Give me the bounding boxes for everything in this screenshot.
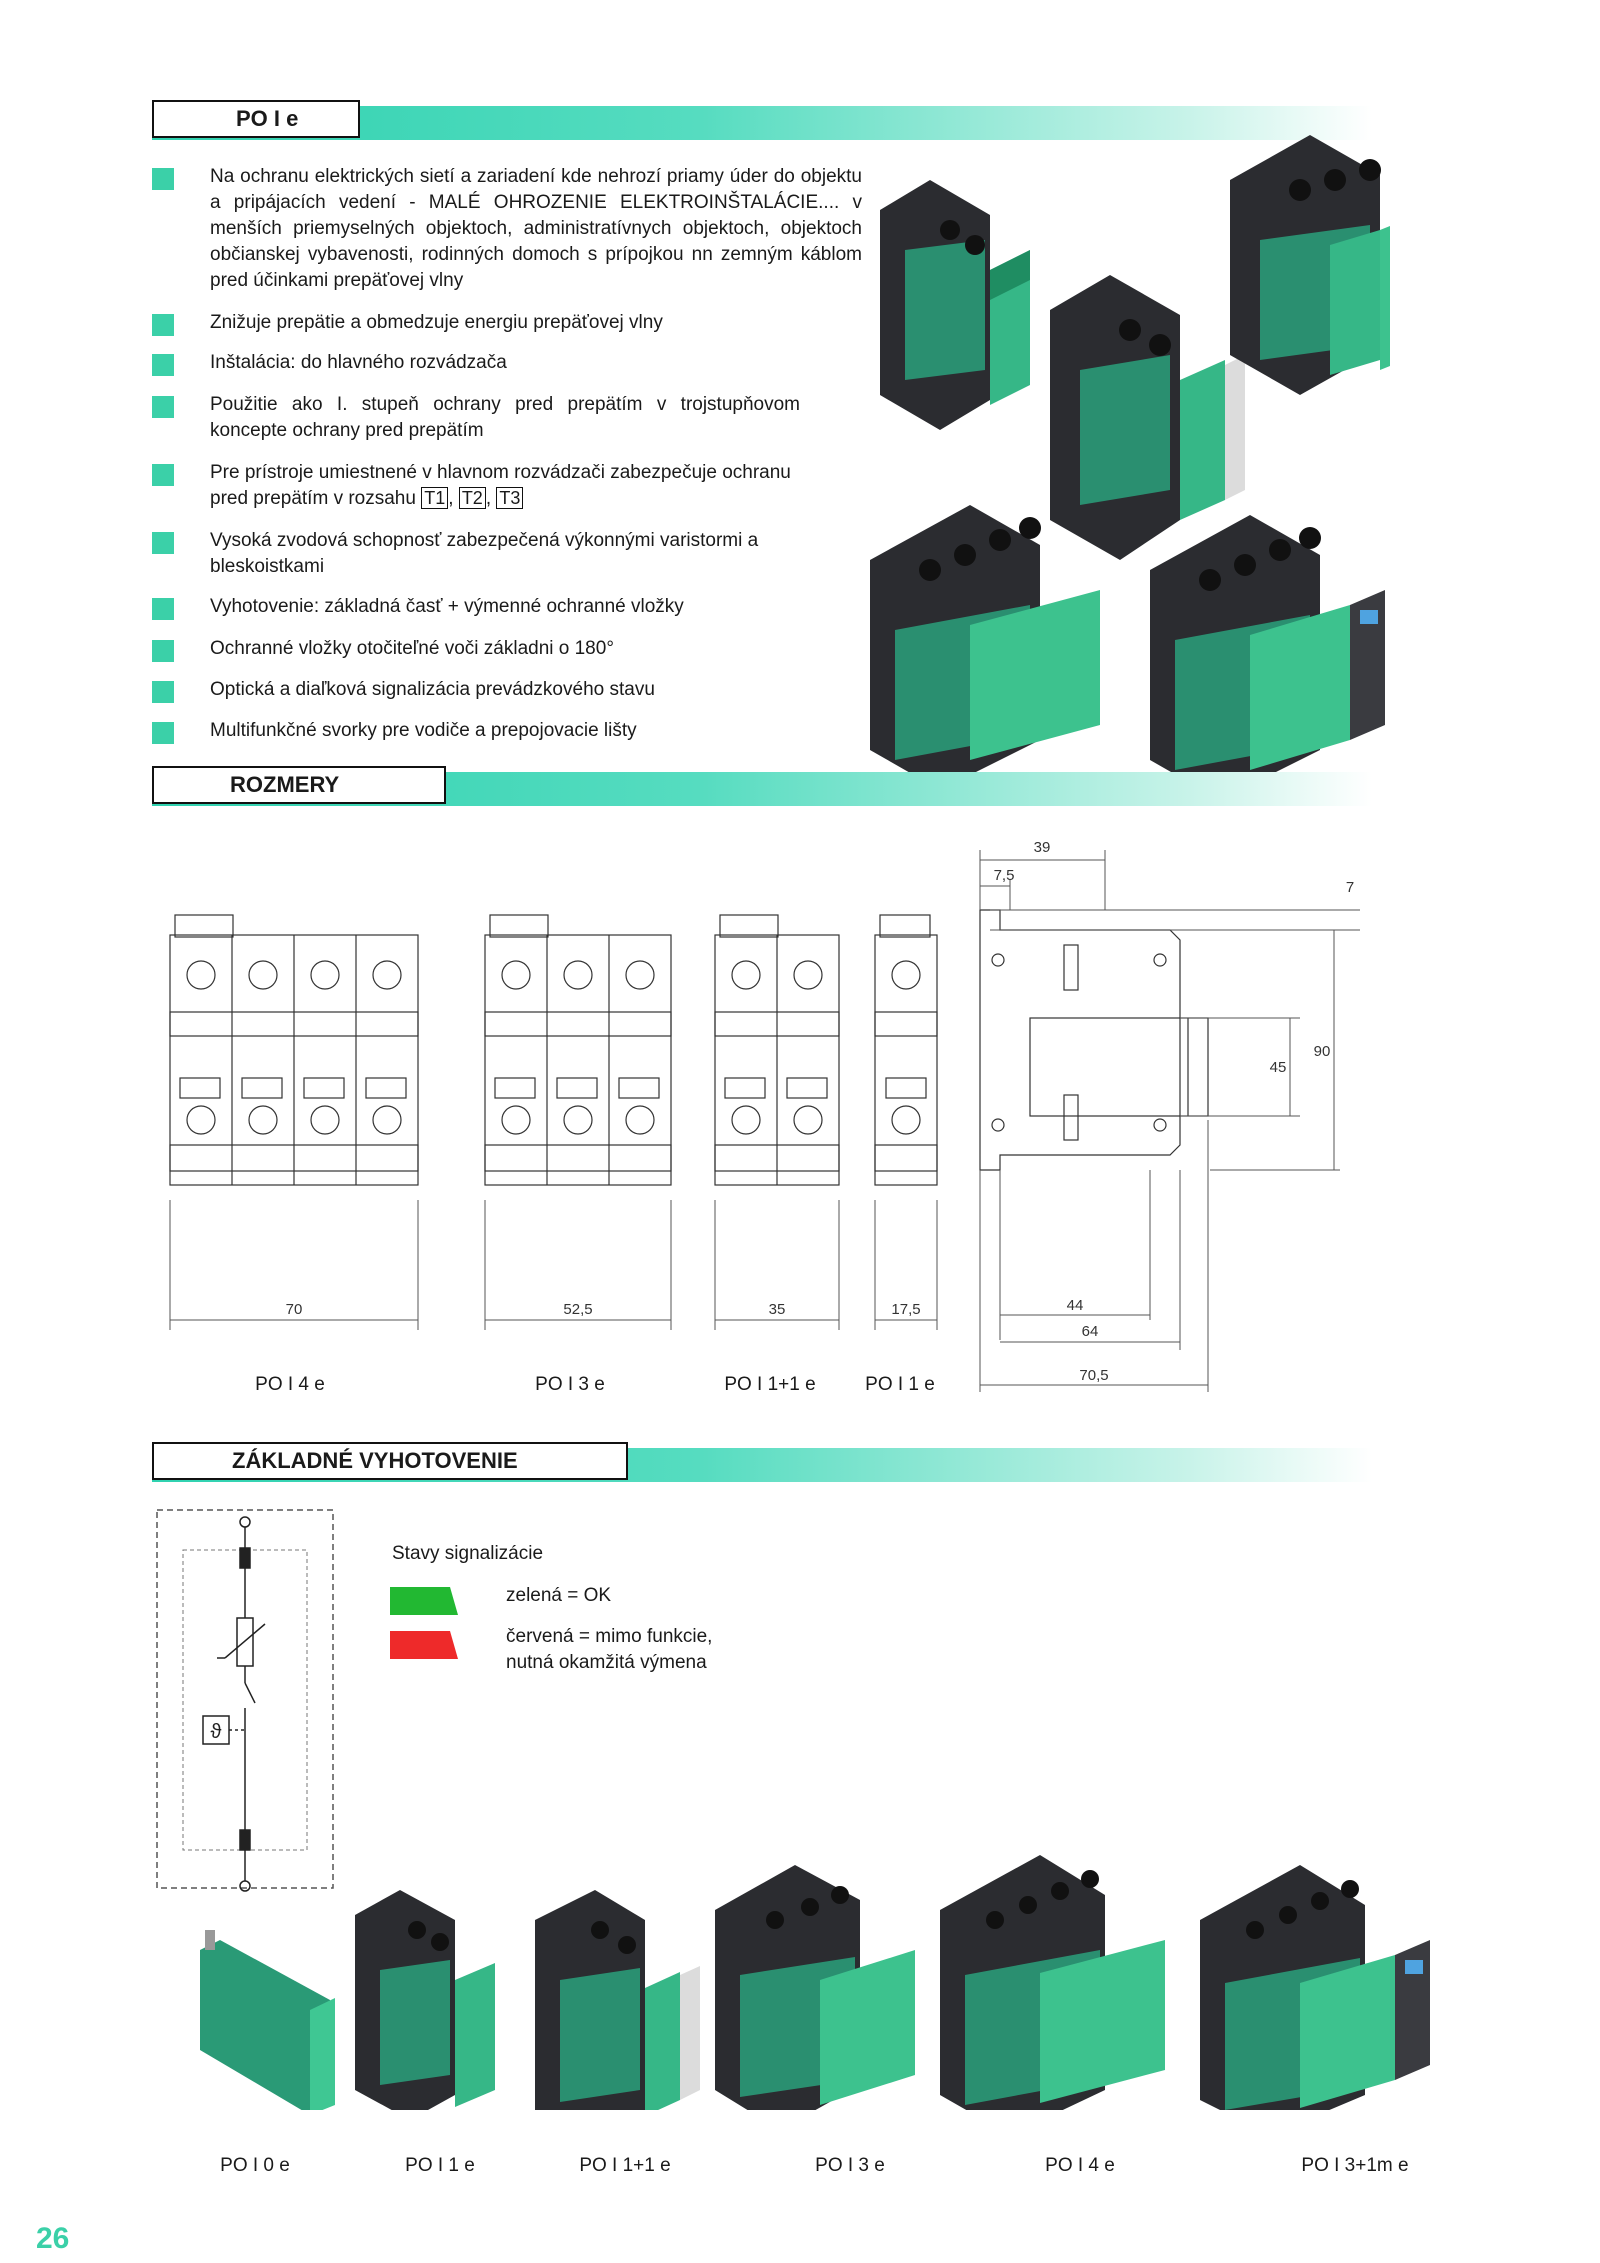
feature-item: Ochranné vložky otočiteľné voči základni…: [152, 636, 862, 662]
caption-po-i4e: PO I 4 e: [255, 1374, 325, 1395]
product-images-bottom: [200, 1855, 1430, 2110]
legend-green-text: zelená = OK: [506, 1585, 612, 1606]
feature-item: Vysoká zvodová schopnosť zabezpečená výk…: [152, 528, 862, 580]
caption-po-i4e: PO I 4 e: [1045, 2155, 1115, 2176]
product-po-i3p1me-image: [1150, 515, 1385, 800]
page-number: 26: [36, 2222, 70, 2255]
feature-item: Vyhotovenie: základná časť + výmenné och…: [152, 594, 862, 620]
feature-item: Optická a diaľková signalizácia prevádzk…: [152, 677, 862, 703]
green-status-swatch: [390, 1587, 458, 1615]
caption-po-i3e: PO I 3 e: [815, 2155, 885, 2176]
bullet-square-icon: [152, 532, 174, 554]
feature-item: Znižuje prepätie a obmedzuje energiu pre…: [152, 310, 862, 336]
dim-17-5: 17,5: [891, 1301, 920, 1318]
front-view-1pole: [874, 914, 938, 1186]
dim-45: 45: [1270, 1059, 1287, 1076]
product-po-i3p1me-image: [1200, 1865, 1430, 2110]
feature-item: Pre prístroje umiestnené v hlavnom rozvá…: [152, 460, 862, 512]
feature-item: Na ochranu elektrických sietí a zariaden…: [152, 164, 862, 294]
legend-red-text-2: nutná okamžitá výmena: [506, 1652, 707, 1673]
front-view-drawings: 70 52,5 35 17,5: [169, 914, 938, 1330]
caption-po-i1e: PO I 1 e: [405, 2155, 475, 2176]
circuit-schematic: ϑ: [156, 1509, 334, 1892]
caption-po-i1p1e: PO I 1+1 e: [724, 1374, 816, 1395]
feature-item: Multifunkčné svorky pre vodiče a prepojo…: [152, 718, 862, 744]
side-view-drawing: 39 7,5 7 45 90 44 64 70,5: [979, 839, 1360, 1392]
front-view-1p1: [714, 914, 840, 1186]
product-po-i3e-image: [1230, 135, 1390, 395]
section-title: ROZMERY: [152, 766, 446, 804]
dim-44: 44: [1067, 1297, 1084, 1314]
bullet-square-icon: [152, 640, 174, 662]
caption-po-i1e: PO I 1 e: [865, 1374, 935, 1395]
product-po-i1p1e-image: [535, 1890, 700, 2110]
product-po-i1e-image: [355, 1890, 495, 2110]
front-view-3pole: [484, 914, 672, 1186]
product-po-i3e-image: [715, 1865, 915, 2110]
caption-po-i1p1e: PO I 1+1 e: [579, 2155, 671, 2176]
dim-70: 70: [286, 1301, 303, 1318]
bullet-square-icon: [152, 598, 174, 620]
feature-item: Inštalácia: do hlavného rozvádzača: [152, 350, 862, 376]
product-po-i1e-image: [880, 180, 1030, 430]
product-po-i1p1e-image: [1050, 275, 1245, 560]
product-images-top: [870, 135, 1390, 800]
bullet-square-icon: [152, 354, 174, 376]
legend-title: Stavy signalizácie: [392, 1543, 544, 1564]
front-view-4pole: [169, 914, 419, 1186]
section-header-po-ie: PO I e: [152, 100, 1372, 140]
thermal-symbol: ϑ: [211, 1721, 222, 1743]
product-po-i0e-image: [200, 1930, 335, 2110]
dim-52-5: 52,5: [563, 1301, 592, 1318]
caption-po-i3p1me: PO I 3+1m e: [1301, 2155, 1409, 2176]
dim-64: 64: [1082, 1323, 1099, 1340]
feature-text: Pre prístroje umiestnené v hlavnom rozvá…: [210, 462, 791, 509]
bullet-square-icon: [152, 722, 174, 744]
bullet-square-icon: [152, 168, 174, 190]
bullet-square-icon: [152, 396, 174, 418]
product-po-i4e-image: [940, 1855, 1165, 2110]
dim-90: 90: [1314, 1043, 1331, 1060]
dim-70-5: 70,5: [1079, 1367, 1108, 1384]
legend-red-text-1: červená = mimo funkcie,: [506, 1626, 713, 1647]
section-title: ZÁKLADNÉ VYHOTOVENIE: [152, 1442, 628, 1480]
caption-po-i0e: PO I 0 e: [220, 2155, 290, 2176]
bullet-square-icon: [152, 464, 174, 486]
bullet-square-icon: [152, 314, 174, 336]
dim-7-5: 7,5: [994, 867, 1015, 884]
t2-badge: T2: [458, 487, 486, 509]
bullet-square-icon: [152, 681, 174, 703]
t3-badge: T3: [496, 487, 524, 509]
section-header-rozmery: ROZMERY: [152, 766, 1372, 806]
section-header-zakladne: ZÁKLADNÉ VYHOTOVENIE: [152, 1442, 1372, 1482]
red-status-swatch: [390, 1631, 458, 1659]
feature-item: Použitie ako I. stupeň ochrany pred prep…: [152, 392, 862, 444]
caption-po-i3e: PO I 3 e: [535, 1374, 605, 1395]
t1-badge: T1: [421, 487, 449, 509]
product-po-i4e-image: [870, 505, 1100, 790]
dim-35: 35: [769, 1301, 786, 1318]
section-title: PO I e: [152, 100, 360, 138]
dim-7: 7: [1346, 879, 1354, 896]
dim-39: 39: [1034, 839, 1051, 856]
